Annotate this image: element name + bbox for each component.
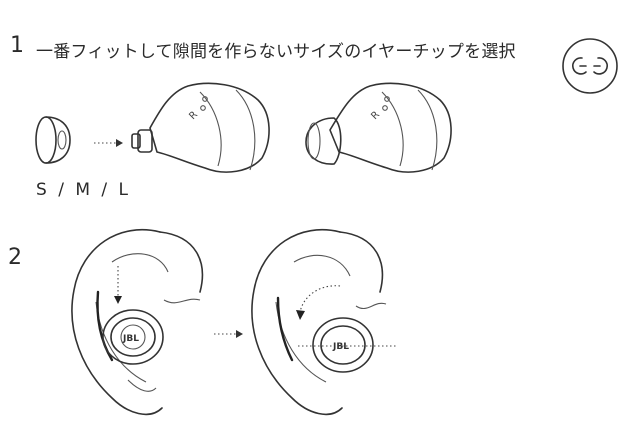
svg-text:R: R <box>369 109 382 122</box>
ear-tip-illustration <box>35 116 71 164</box>
step-2-arrow <box>214 330 243 338</box>
ear-rotate-illustration: JBL <box>251 228 398 416</box>
ear-tip-size-labels: S / M / L <box>36 180 131 200</box>
step-1-instruction: 一番フィットして隙間を作らないサイズのイヤーチップを選択 <box>36 42 516 62</box>
ear-insert-illustration: JBL <box>71 228 204 416</box>
earbuds-pair-icon <box>562 38 618 94</box>
jbl-logo-left: JBL <box>122 334 139 344</box>
step-1-number: 1 <box>10 33 24 58</box>
jbl-logo-right: JBL <box>332 342 349 352</box>
svg-text:R: R <box>187 109 200 122</box>
earbud-without-tip: R <box>131 82 270 173</box>
step-2-number: 2 <box>8 245 22 270</box>
step-1-arrow <box>94 139 123 147</box>
earbud-with-tip: R <box>305 82 452 173</box>
